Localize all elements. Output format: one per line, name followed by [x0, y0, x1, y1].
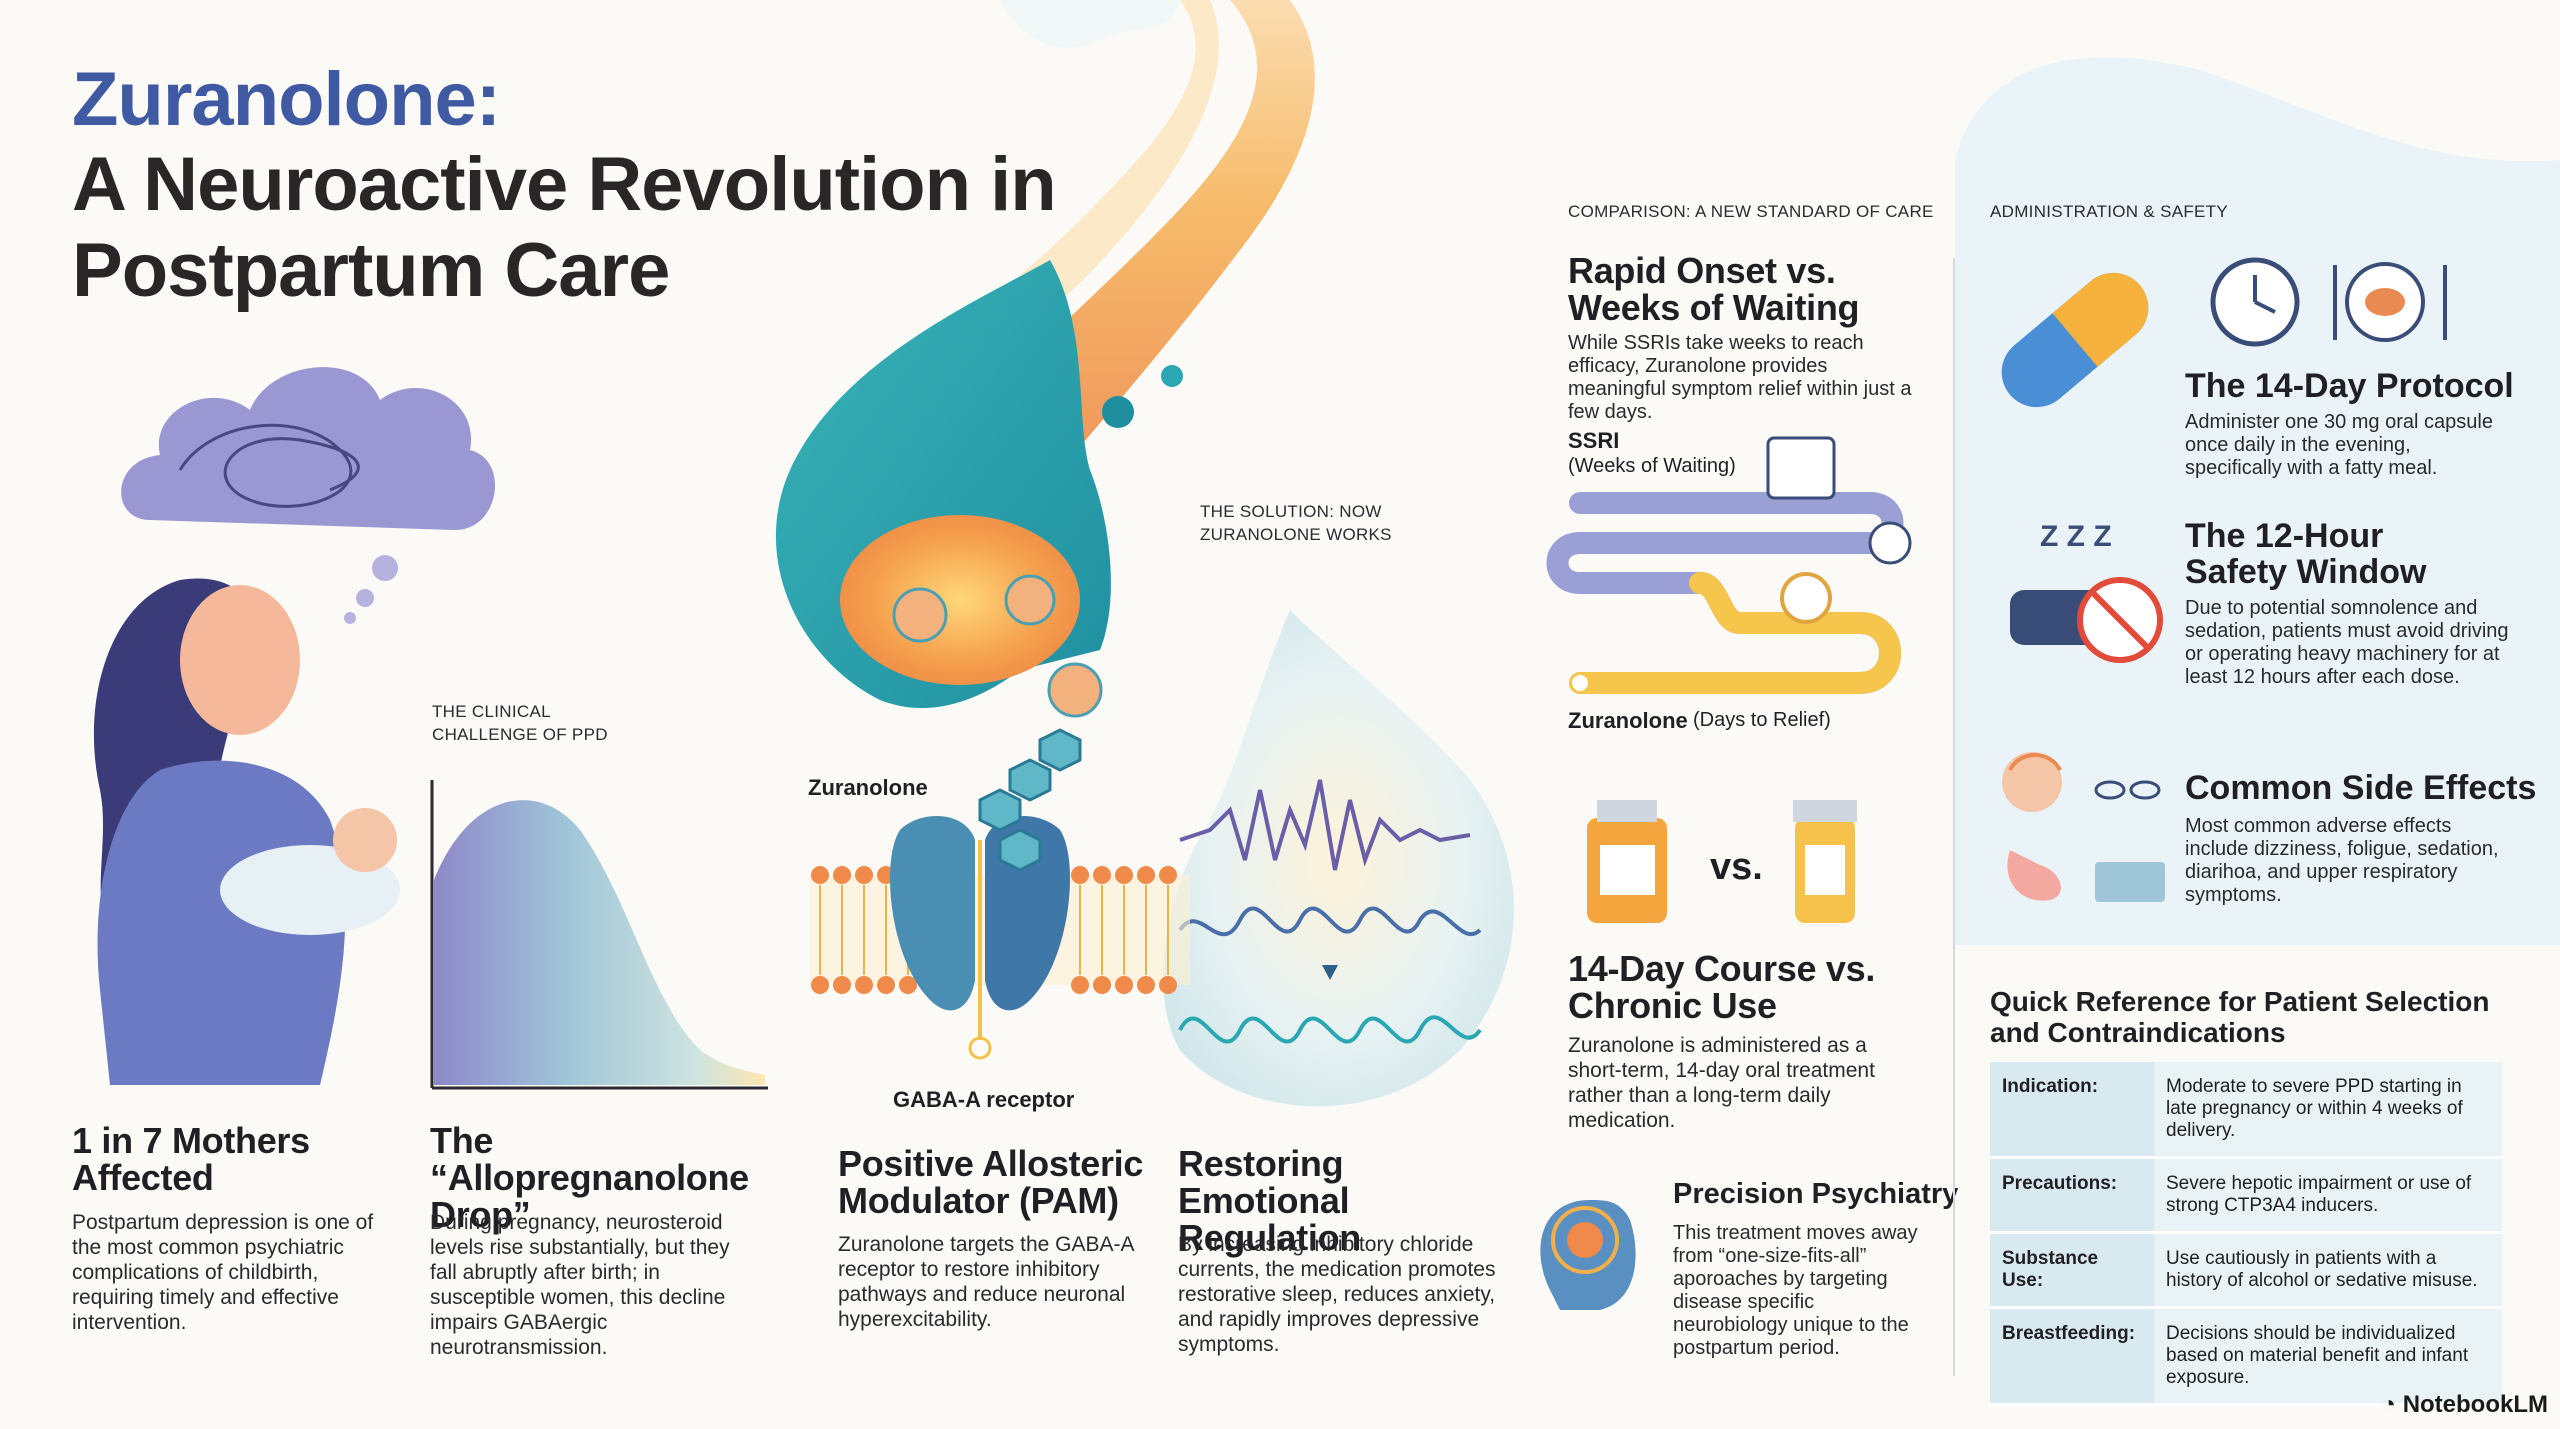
comparison-label: COMPARISON: A NEW STANDARD OF CARE: [1568, 202, 1934, 221]
clock-plate-graphic: [2210, 257, 2447, 347]
zzz-icon: Z Z Z: [2040, 520, 2112, 553]
side-effects-graphic: [2002, 752, 2165, 902]
course-heading: 14-Day Course vs. Chronic Use: [1568, 948, 1876, 1026]
allopregnanolone-heading: The “Allopregnanolone Drop”: [430, 1120, 749, 1235]
course-body: Zuranolone is administered as a short-te…: [1568, 1034, 1875, 1132]
page-title-line1: Zuranolone:: [72, 57, 501, 142]
protocol-body: Administer one 30 mg oral capsule once d…: [2185, 411, 2493, 479]
precision-head-graphic: [1540, 1200, 1636, 1310]
table-value: Decisions should be individualized based…: [2154, 1307, 2502, 1406]
gaba-a-receptor-graphic: [890, 728, 1082, 1060]
side-effects-body: Most common adverse effects include dizz…: [2185, 815, 2499, 906]
side-effects-heading: Common Side Effects: [2185, 769, 2537, 807]
mothers-affected-body: Postpartum depression is one of the most…: [72, 1211, 374, 1334]
no-driving-graphic: [2010, 577, 2163, 663]
quick-ref-heading: Quick Reference for Patient Selection an…: [1990, 986, 2490, 1048]
rapid-onset-heading: Rapid Onset vs. Weeks of Waiting: [1568, 250, 1860, 328]
zuranolone-label: Zuranolone: [808, 775, 928, 800]
brand-label: NotebookLM: [2402, 1391, 2548, 1418]
mothers-affected-heading: 1 in 7 Mothers Affected: [72, 1120, 310, 1198]
table-value: Severe hepotic impairment or use of stro…: [2154, 1157, 2502, 1234]
zuranolone-track-label: Zuranolone: [1568, 708, 1688, 733]
safety-heading: The 12-Hour Safety Window: [2185, 517, 2427, 591]
page-title-line2: A Neuroactive Revolution in Postpartum C…: [72, 142, 1057, 313]
table-row: Substance Use: Use cautiously in patient…: [1990, 1232, 2502, 1309]
onset-track-graphic: [1546, 436, 1912, 694]
pill-bottles-graphic: [1587, 800, 1857, 923]
admin-safety-label: ADMINISTRATION & SAFETY: [1990, 202, 2228, 221]
table-value: Moderate to severe PPD starting in late …: [2154, 1062, 2502, 1159]
pam-body: Zuranolone targets the GABA-A receptor t…: [838, 1233, 1134, 1331]
allopregnanolone-curve-graphic: [430, 780, 768, 1090]
rapid-onset-body: While SSRIs take weeks to reach efficacy…: [1568, 332, 1912, 423]
table-value: Use cautiously in patients with a histor…: [2154, 1232, 2502, 1309]
table-key: Precautions:: [1990, 1157, 2154, 1234]
precision-heading: Precision Psychiatry: [1673, 1178, 1959, 1210]
table-row: Breastfeeding: Decisions should be indiv…: [1990, 1307, 2502, 1406]
clinical-challenge-label: THE CLINICAL CHALLENGE OF PPD: [432, 702, 608, 744]
capsule-graphic: [2001, 272, 2149, 408]
emotional-regulation-heading: Restoring Emotional Regulation: [1178, 1143, 1361, 1258]
protocol-heading: The 14-Day Protocol: [2185, 367, 2514, 405]
table-key: Breastfeeding:: [1990, 1307, 2154, 1406]
table-key: Indication:: [1990, 1062, 2154, 1159]
notebooklm-brand: ◔ NotebookLM: [2382, 1391, 2548, 1419]
gaba-receptor-label: GABA-A receptor: [893, 1087, 1075, 1112]
ssri-sublabel: (Weeks of Waiting): [1568, 455, 1736, 477]
table-key: Substance Use:: [1990, 1232, 2154, 1309]
emotional-regulation-body: By increasing inhibitory chloride curren…: [1178, 1233, 1496, 1356]
pam-heading: Positive Allosteric Modulator (PAM): [838, 1143, 1144, 1221]
vs-label: vs.: [1710, 846, 1763, 888]
quick-ref-table: Indication: Moderate to severe PPD start…: [1990, 1062, 2502, 1406]
table-row: Indication: Moderate to severe PPD start…: [1990, 1062, 2502, 1159]
solution-label: THE SOLUTION: NOW ZURANOLONE WORKS: [1200, 502, 1392, 544]
ssri-label: SSRI: [1568, 428, 1620, 453]
mother-baby-graphic: [93, 578, 400, 1085]
zuranolone-track-sublabel: (Days to Relief): [1693, 709, 1831, 731]
allopregnanolone-body: During pregnancy, neurosteroid levels ri…: [430, 1211, 730, 1359]
column-divider: [1953, 258, 1955, 1376]
safety-body: Due to potential somnolence and sedation…: [2185, 597, 2509, 688]
precision-body: This treatment moves away from “one-size…: [1673, 1222, 1918, 1359]
table-row: Precautions: Severe hepotic impairment o…: [1990, 1157, 2502, 1234]
notebooklm-logo-icon: ◔: [2381, 1391, 2403, 1418]
thought-cloud-graphic: [121, 367, 496, 624]
